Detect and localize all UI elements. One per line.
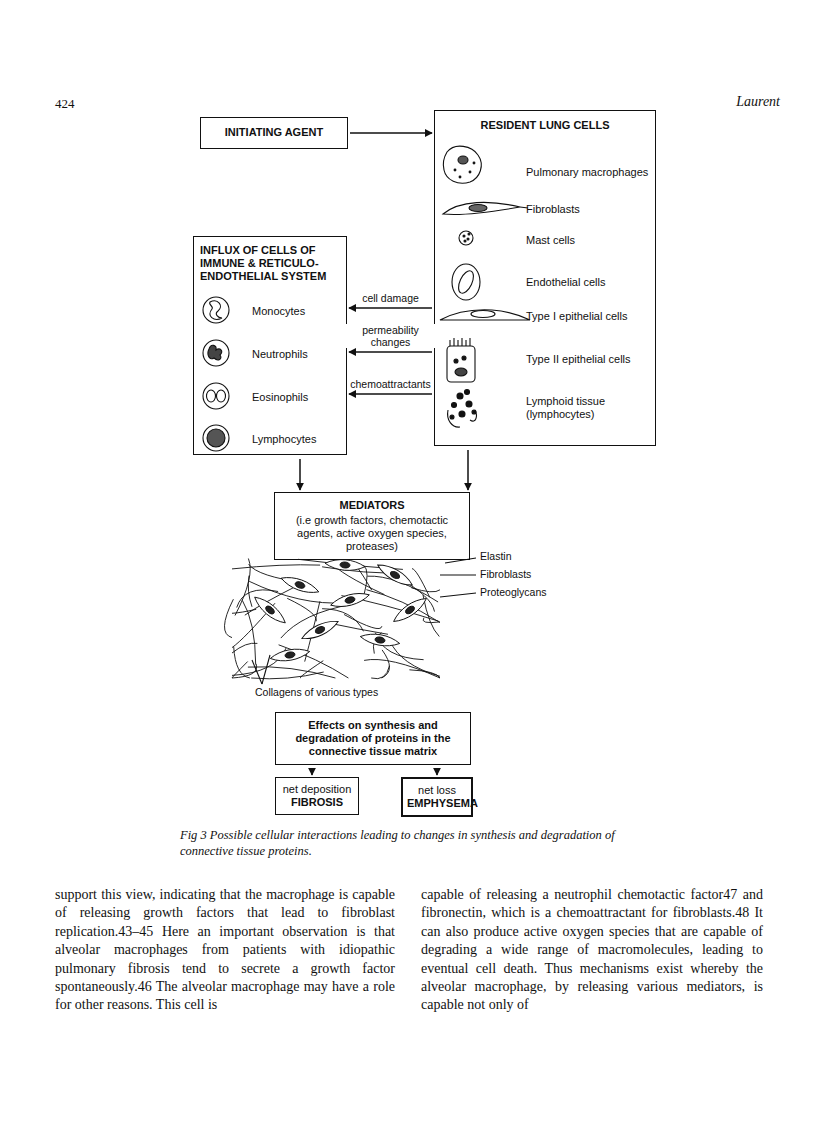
node-box: Effects on synthesis and degradation of … [275, 712, 471, 765]
node-box: INITIATING AGENT [200, 117, 348, 149]
node-heading: Effects on synthesis and degradation of … [284, 719, 462, 758]
type2-epithelial-icon [447, 346, 475, 382]
node-text: (i.e growth factors, chemotactic agents,… [285, 514, 459, 553]
node-heading: INFLUX OF CELLS OF IMMUNE & RETICULO-END… [200, 244, 340, 283]
figure-label: Elastin [480, 550, 560, 564]
neutrophil-icon [203, 340, 229, 366]
node-text: Pulmonary macrophages [526, 166, 651, 179]
connective-tissue-fibres [224, 558, 440, 679]
arrow-connector [349, 351, 432, 353]
node-text: Monocytes [252, 305, 342, 318]
node-heading: RESIDENT LUNG CELLS [441, 119, 649, 132]
node-text: net loss [407, 784, 467, 797]
node-text: Mast cells [526, 234, 651, 247]
fibroblast-icon [443, 202, 520, 214]
node-text: net deposition [280, 783, 354, 796]
figure-label: Fibroblasts [480, 568, 560, 582]
node-text: Endothelial cells [526, 276, 651, 289]
body-text: capable of releasing a neutrophil chemot… [421, 886, 763, 1015]
arrow-connector [349, 307, 432, 309]
node-text: Eosinophils [252, 391, 342, 404]
endothelial-icon [452, 264, 480, 300]
figure-caption: Fig 3 Possible cellular interactions lea… [180, 827, 670, 859]
node-text: Fibroblasts [526, 203, 651, 216]
arrow-connector [349, 393, 432, 395]
arrow-connector [436, 769, 438, 775]
lymphocyte-icon [203, 425, 229, 451]
mast-cell-icon [459, 231, 473, 245]
figure-label: Proteoglycans [480, 586, 570, 600]
node-text: Type I epithelial cells [526, 310, 651, 323]
arrow-connector [299, 459, 301, 490]
node-text: Lymphocytes [252, 433, 342, 446]
lymphoid-icon [450, 390, 476, 420]
leader-line [440, 574, 476, 575]
edge-label: cell damage [361, 292, 420, 304]
node-heading: FIBROSIS [280, 796, 354, 809]
node-heading: EMPHYSEMA [407, 797, 467, 810]
node-box: RESIDENT LUNG CELLS Pulmonary macrophages… [434, 110, 656, 446]
node-text: Type II epithelial cells [526, 353, 651, 366]
leader-line [440, 593, 476, 597]
page-header: 424 [55, 96, 115, 112]
eosinophil-icon [203, 383, 229, 409]
figure-label: Collagens of various types [255, 686, 405, 700]
edge-label: chemoattractants [349, 378, 432, 390]
monocyte-icon [203, 297, 229, 323]
node-box: INFLUX OF CELLS OF IMMUNE & RETICULO-END… [193, 236, 347, 455]
edge-label: permeability changes [345, 324, 437, 348]
page-header: Laurent [700, 93, 780, 110]
arrow-connector [311, 769, 313, 775]
body-text: support this view, indicating that the m… [55, 886, 395, 1015]
type1-epithelial-icon [440, 310, 530, 320]
arrow-connector [467, 450, 469, 490]
node-box: net depositionFIBROSIS [275, 777, 359, 815]
leader-line [445, 558, 476, 563]
macrophage-icon [443, 146, 481, 183]
node-text: Neutrophils [252, 348, 342, 361]
arrow-connector [350, 132, 432, 134]
node-box: net lossEMPHYSEMA [401, 777, 473, 817]
node-text: Lymphoid tissue (lymphocytes) [526, 395, 626, 421]
node-heading: MEDIATORS [285, 499, 459, 512]
node-heading: INITIATING AGENT [207, 126, 341, 139]
node-box: MEDIATORS (i.e growth factors, chemotacti… [274, 492, 470, 560]
